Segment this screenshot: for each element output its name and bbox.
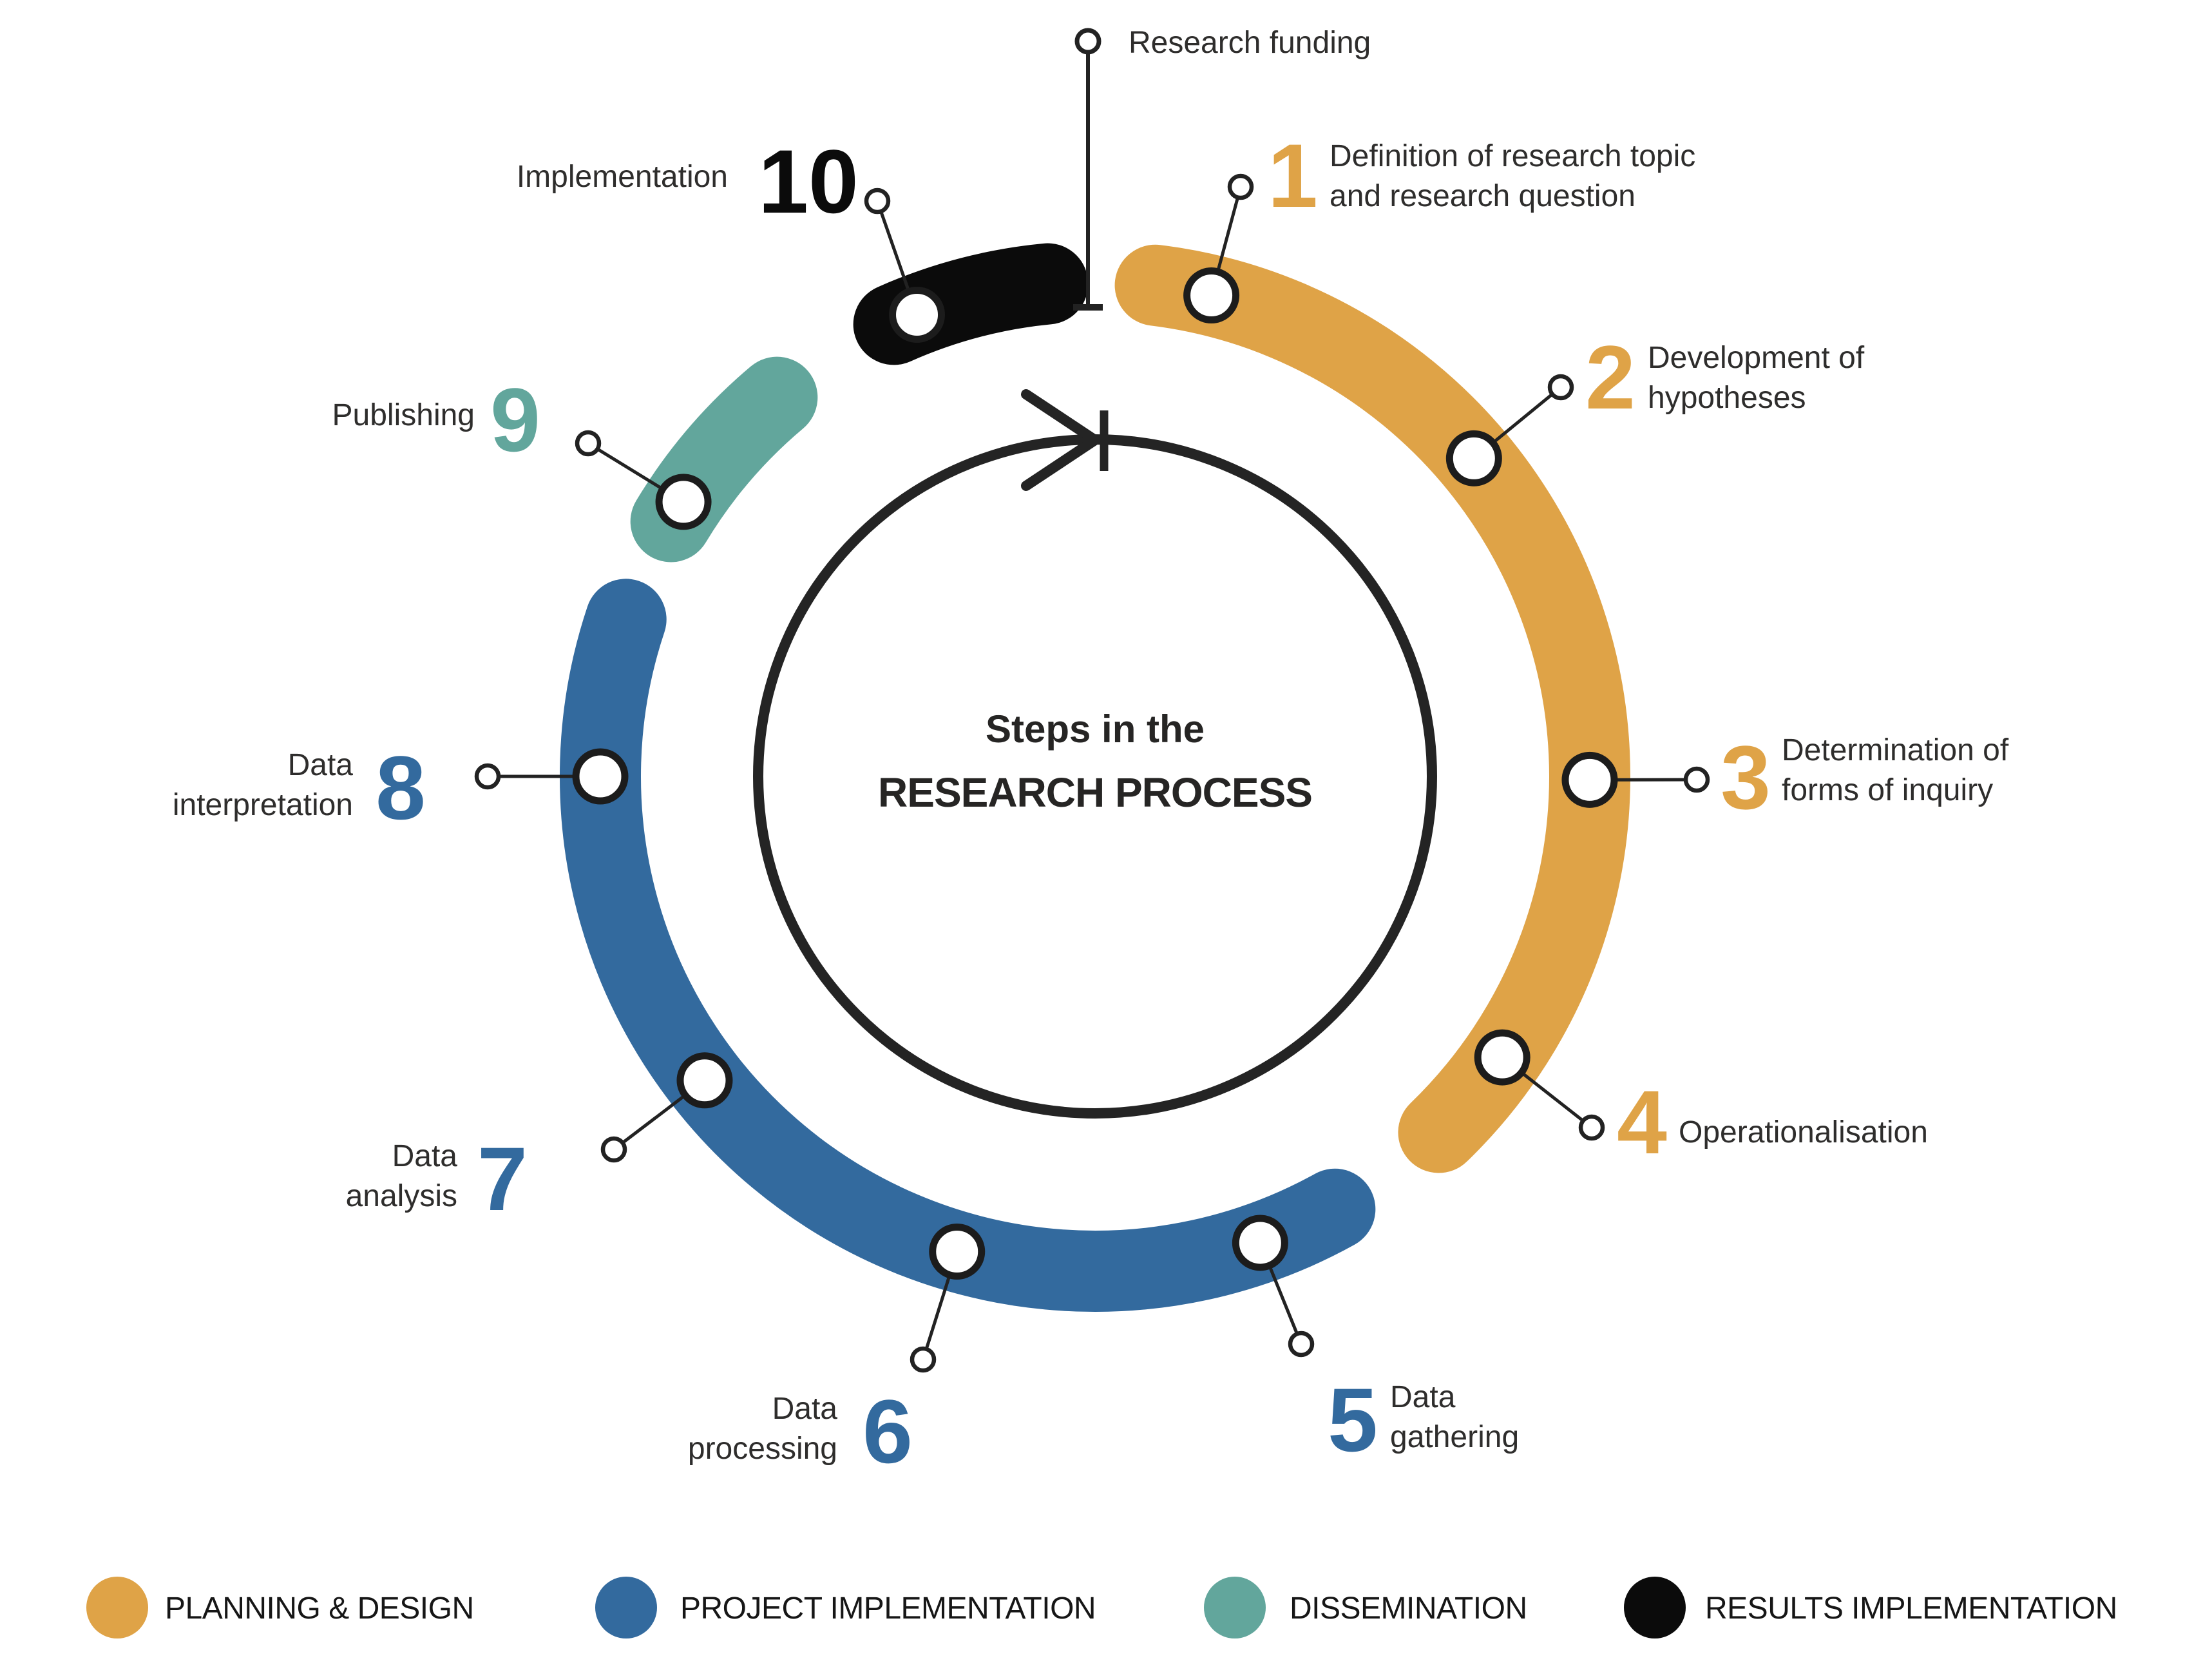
step-node <box>1183 267 1240 324</box>
step-number: 8 <box>376 737 426 838</box>
step-node <box>889 286 946 343</box>
legend-item-results-implementation: RESULTS IMPLEMENTATION <box>1624 1577 2117 1638</box>
step-node <box>1474 1029 1530 1086</box>
step-pointer-dot <box>1288 1331 1315 1358</box>
step-10: 10 Implementation <box>517 131 946 343</box>
step-label-line: gathering <box>1390 1420 1519 1454</box>
legend-item-planning-design: PLANNING & DESIGN <box>86 1577 474 1638</box>
step-label-line: Determination of <box>1782 733 2009 767</box>
legend-item-dissemination: DISSEMINATION <box>1204 1577 1527 1638</box>
step-number: 5 <box>1328 1369 1378 1470</box>
step-3: 3 Determination of forms of inquiry <box>1561 727 2009 828</box>
step-label-line: hypotheses <box>1648 381 1806 415</box>
step-number: 6 <box>863 1381 913 1482</box>
step-label-line: Definition of research topic <box>1330 139 1695 173</box>
step-pointer-dot <box>1227 173 1254 200</box>
step-label-line: Data <box>392 1139 458 1173</box>
legend-label: PROJECT IMPLEMENTATION <box>680 1591 1096 1626</box>
step-pointer-dot <box>474 763 501 790</box>
step-label-line: processing <box>688 1432 837 1466</box>
diagram-title-line2: RESEARCH PROCESS <box>878 769 1312 816</box>
step-9: 9 Publishing <box>332 369 712 530</box>
research-funding-label: Research funding <box>1129 26 1371 60</box>
legend-swatch-project-implementation <box>595 1577 657 1638</box>
step-node <box>1445 430 1502 486</box>
step-pointer-dot <box>1547 374 1574 401</box>
step-6: 6 Data processing <box>688 1224 986 1482</box>
step-label-line: Data <box>288 748 354 782</box>
step-number: 3 <box>1721 727 1771 828</box>
step-5: 5 Data gathering <box>1232 1215 1519 1470</box>
step-pointer-dot <box>1683 766 1710 793</box>
phase-arc-planning-design <box>1114 244 1630 1173</box>
phase-arc-project-implementation <box>560 579 1376 1312</box>
legend-item-project-implementation: PROJECT IMPLEMENTATION <box>595 1577 1096 1638</box>
step-pointer-dot <box>575 430 602 457</box>
step-number: 9 <box>490 369 540 470</box>
step-node <box>676 1052 733 1109</box>
legend-swatch-dissemination <box>1204 1577 1266 1638</box>
step-number: 10 <box>758 131 859 232</box>
step-number: 2 <box>1585 327 1635 428</box>
legend-label: PLANNING & DESIGN <box>165 1591 474 1626</box>
step-label-line: Operationalisation <box>1679 1115 1928 1149</box>
step-node <box>929 1224 986 1280</box>
step-label-line: and research question <box>1330 179 1635 213</box>
step-7: 7 Data analysis <box>346 1052 733 1229</box>
step-node <box>1232 1215 1288 1271</box>
legend-label: RESULTS IMPLEMENTATION <box>1705 1591 2117 1626</box>
step-pointer-dot <box>1578 1114 1605 1141</box>
step-label-line: analysis <box>346 1179 457 1213</box>
step-node <box>655 474 712 530</box>
cycle-arrow-icon <box>1021 389 1100 491</box>
step-pointer-dot <box>864 187 891 215</box>
step-label-line: Data <box>1390 1380 1456 1414</box>
legend-swatch-results-implementation <box>1624 1577 1686 1638</box>
step-label-line: Implementation <box>517 160 728 194</box>
step-node <box>572 748 629 805</box>
legend-swatch-planning-design <box>86 1577 148 1638</box>
diagram-title-line1: Steps in the <box>986 707 1205 751</box>
step-label-line: forms of inquiry <box>1782 773 1993 807</box>
step-pointer-dot <box>910 1346 937 1373</box>
step-pointer-dot <box>600 1136 627 1163</box>
legend: PLANNING & DESIGN PROJECT IMPLEMENTATION D… <box>86 1577 2117 1638</box>
steps: 1 Definition of research topic and researc… <box>173 125 2009 1482</box>
step-label-line: Data <box>772 1392 838 1426</box>
research-funding-dot <box>1074 28 1101 55</box>
step-label-line: Publishing <box>332 398 475 432</box>
cycle-core: Steps in the RESEARCH PROCESS <box>753 389 1437 1119</box>
research-funding-annotation: Research funding <box>1073 26 1371 311</box>
step-number: 7 <box>477 1128 528 1229</box>
step-label-line: interpretation <box>173 788 353 822</box>
step-4: 4 Operationalisation <box>1474 1029 1928 1173</box>
step-node <box>1561 751 1618 808</box>
step-8: 8 Data interpretation <box>173 737 629 838</box>
step-number: 1 <box>1268 125 1318 226</box>
step-label-line: Development of <box>1648 341 1865 375</box>
legend-label: DISSEMINATION <box>1290 1591 1527 1626</box>
step-number: 4 <box>1617 1071 1667 1173</box>
step-1: 1 Definition of research topic and researc… <box>1183 125 1695 324</box>
step-2: 2 Development of hypotheses <box>1445 327 1865 486</box>
